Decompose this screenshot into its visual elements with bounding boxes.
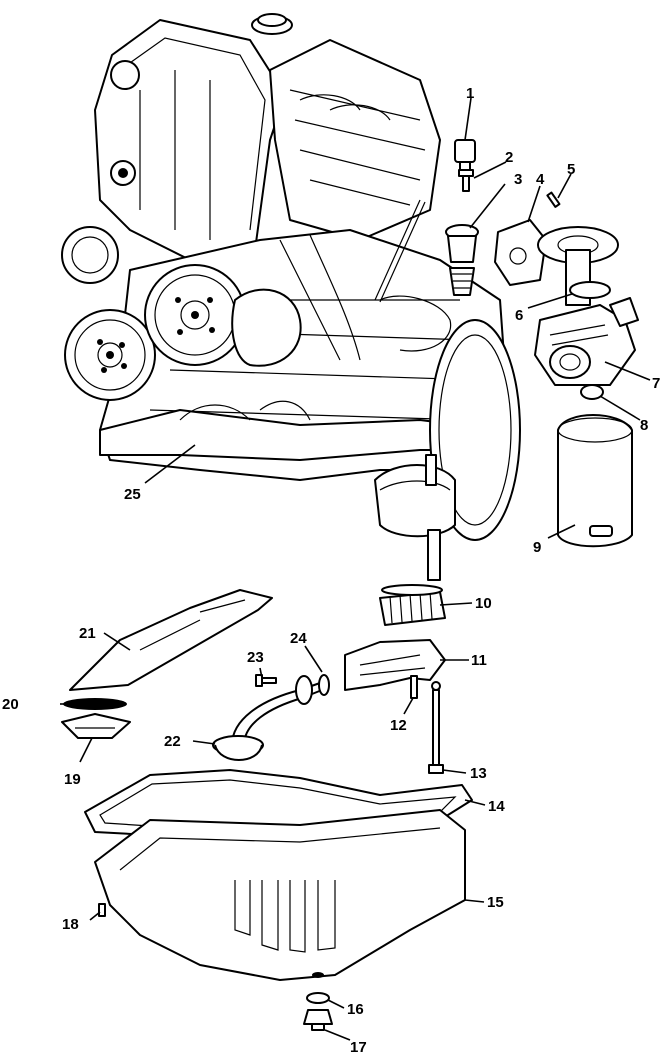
callout-9: 9 bbox=[533, 539, 541, 556]
callout-18: 18 bbox=[62, 916, 79, 933]
callout-4: 4 bbox=[536, 171, 545, 188]
oil-pan-15 bbox=[94, 809, 466, 981]
callout-14: 14 bbox=[488, 798, 505, 815]
callout-20: 20 bbox=[2, 696, 19, 713]
oil-pump-gear-10 bbox=[379, 584, 446, 626]
callout-10: 10 bbox=[475, 595, 492, 612]
callout-5: 5 bbox=[567, 161, 575, 178]
callout-19: 19 bbox=[64, 771, 81, 788]
callout-7: 7 bbox=[652, 375, 660, 392]
gasket-20 bbox=[63, 698, 127, 710]
callout-24: 24 bbox=[290, 630, 307, 647]
bolt-5 bbox=[546, 191, 561, 208]
callout-3: 3 bbox=[514, 171, 522, 188]
callout-23: 23 bbox=[247, 649, 264, 666]
callout-22: 22 bbox=[164, 733, 181, 750]
callout-6: 6 bbox=[515, 307, 523, 324]
bolt-13 bbox=[428, 681, 444, 774]
callout-16: 16 bbox=[347, 1001, 364, 1018]
pickup-tube-22 bbox=[212, 675, 323, 761]
callout-15: 15 bbox=[487, 894, 504, 911]
callout-12: 12 bbox=[390, 717, 407, 734]
bolt-23 bbox=[255, 674, 277, 687]
bolt-2 bbox=[458, 169, 474, 192]
callout-8: 8 bbox=[640, 417, 648, 434]
callout-1: 1 bbox=[466, 85, 474, 102]
callout-21: 21 bbox=[79, 625, 96, 642]
o-ring-6 bbox=[569, 281, 611, 299]
seal-8 bbox=[580, 384, 604, 400]
washer-16 bbox=[306, 992, 330, 1004]
plug-19 bbox=[61, 713, 131, 739]
oil-pump-cover-11 bbox=[344, 639, 446, 691]
callout-25: 25 bbox=[124, 486, 141, 503]
gasket-4 bbox=[494, 219, 547, 286]
leader-lines bbox=[60, 97, 651, 1041]
oil-pressure-sender bbox=[454, 139, 476, 173]
callout-2: 2 bbox=[505, 149, 513, 166]
bolt-12 bbox=[410, 675, 418, 699]
oil-filter-9 bbox=[557, 414, 633, 548]
callout-labels: 1 2 3 4 5 6 7 8 9 10 11 12 13 14 15 16 1… bbox=[2, 85, 660, 1056]
baffle-21 bbox=[69, 589, 273, 691]
callout-11: 11 bbox=[471, 652, 487, 669]
drive-gear-3 bbox=[445, 224, 479, 296]
gasket-24 bbox=[318, 674, 330, 696]
oil-cooler-housing-7 bbox=[534, 297, 639, 386]
callout-17: 17 bbox=[350, 1039, 367, 1056]
callout-13: 13 bbox=[470, 765, 487, 782]
engine-assembly bbox=[61, 13, 521, 581]
bolt-18 bbox=[98, 903, 106, 917]
drain-plug-17 bbox=[303, 1009, 333, 1031]
